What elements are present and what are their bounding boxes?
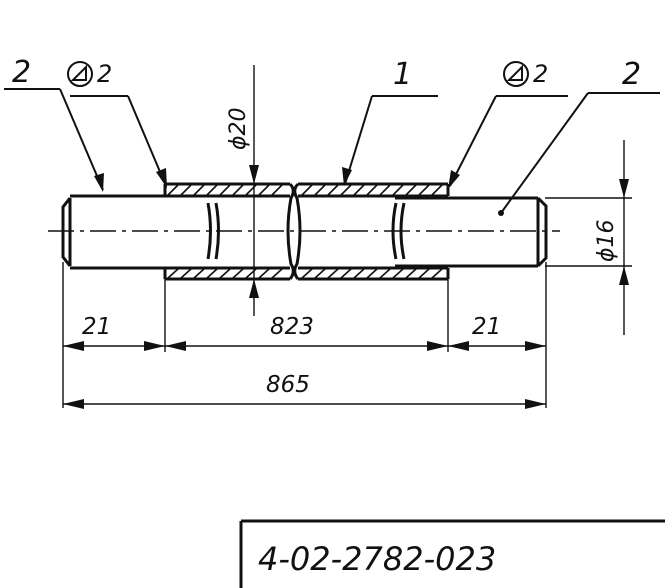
right-end-label: 21 — [472, 314, 501, 340]
middle-length-label: 823 — [270, 314, 314, 340]
hatch-line — [180, 268, 192, 279]
hatch-line — [193, 268, 205, 279]
hatch-line — [271, 184, 283, 196]
hatch-line — [206, 184, 218, 196]
hatch-line — [353, 268, 365, 279]
weld-symbol-icon — [67, 61, 93, 87]
hatch-line — [180, 184, 192, 196]
weld-left-size: 2 — [97, 60, 112, 88]
left-end-label: 21 — [82, 314, 111, 340]
hatch-line — [418, 184, 430, 196]
drawing-number: 4-02-2782-023 — [258, 540, 496, 578]
hatch-line — [392, 268, 404, 279]
hatch-line — [340, 268, 352, 279]
callout-weld-right: 2 — [448, 60, 568, 189]
hatch-line — [258, 184, 270, 196]
left-rod — [61, 194, 220, 270]
tube-right-section — [293, 182, 450, 281]
part-left-number: 2 — [12, 55, 31, 90]
hatch-line — [418, 268, 430, 279]
dim-tube-diameter: ϕ20 — [226, 65, 259, 316]
right-rod — [391, 196, 548, 268]
rod-diameter-label: ϕ16 — [594, 219, 619, 262]
part-center-number: 1 — [393, 57, 412, 92]
section-hatching — [167, 184, 443, 279]
hatch-line — [405, 268, 417, 279]
hatch-line — [258, 268, 270, 279]
overall-length-label: 865 — [266, 372, 310, 398]
hatch-line — [379, 184, 391, 196]
hatch-line — [327, 184, 339, 196]
extension-lines — [62, 262, 547, 408]
hatch-line — [405, 184, 417, 196]
callout-part-center: 1 — [342, 57, 438, 186]
hatch-line — [392, 184, 404, 196]
hatch-line — [271, 268, 283, 279]
hatch-line — [431, 184, 443, 196]
dim-overall: 865 — [63, 372, 546, 409]
weld-right-size: 2 — [533, 60, 548, 88]
callout-part-right: 2 — [500, 57, 660, 214]
hatch-line — [301, 184, 313, 196]
hatch-line — [232, 268, 244, 279]
hatch-line — [219, 184, 231, 196]
hatch-line — [193, 184, 205, 196]
part-right-number: 2 — [622, 57, 641, 92]
tube-diameter-label: ϕ20 — [226, 107, 251, 150]
hatch-line — [366, 268, 378, 279]
hatch-line — [314, 184, 326, 196]
hatch-line — [431, 268, 443, 279]
hatch-line — [232, 184, 244, 196]
hatch-line — [167, 184, 179, 196]
hatch-line — [327, 268, 339, 279]
hatch-line — [314, 268, 326, 279]
hatch-line — [353, 184, 365, 196]
hatch-line — [219, 268, 231, 279]
hatch-line — [301, 268, 313, 279]
dim-rod-diameter: ϕ16 — [545, 140, 632, 335]
hatch-line — [206, 268, 218, 279]
hatch-line — [366, 184, 378, 196]
hatch-line — [340, 184, 352, 196]
hatch-line — [167, 268, 179, 279]
callout-weld-left: 2 — [67, 60, 167, 188]
callout-part-left: 2 — [4, 55, 104, 192]
dim-chain: 21 823 21 — [63, 314, 546, 351]
hatch-line — [379, 268, 391, 279]
weld-symbol-icon-right — [503, 61, 529, 87]
title-block: 4-02-2782-023 — [239, 519, 665, 588]
